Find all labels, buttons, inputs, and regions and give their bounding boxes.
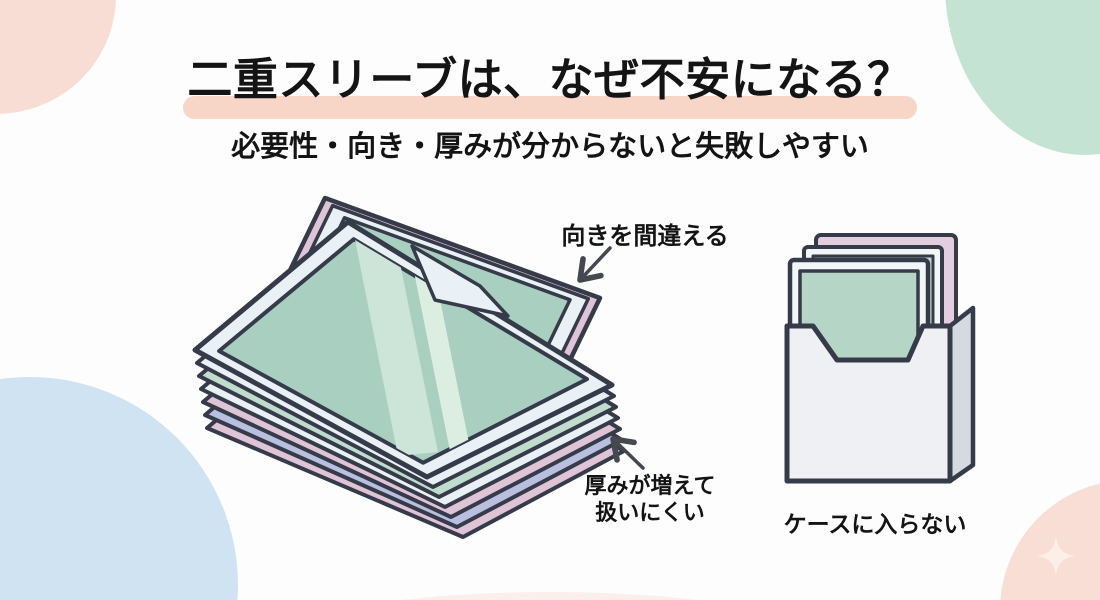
sparkle-icon	[1037, 537, 1075, 575]
arrow-up-left-icon	[610, 436, 645, 470]
page-subtitle: 必要性・向き・厚みが分からないと失敗しやすい	[231, 129, 869, 163]
case-side-panel	[947, 305, 976, 484]
annotation-thickness-line2: 扱いにくい	[595, 501, 705, 526]
arrow-down-left-icon	[577, 246, 612, 283]
top-sleeve	[192, 219, 615, 480]
blob-bottom-center	[290, 592, 810, 600]
page-title: 二重スリーブは、なぜ不安になる？	[187, 53, 913, 106]
deck-case-illustration	[784, 233, 976, 484]
annotation-orientation: 向きを間違える	[561, 222, 729, 250]
sleeve-stack-illustration	[192, 195, 626, 539]
annotation-thickness-line1: 厚みが増えて	[584, 474, 716, 499]
title-highlight-band	[183, 96, 917, 119]
glass-highlight-streaks	[355, 239, 470, 456]
sleeve-flap-fold	[410, 244, 510, 318]
annotation-thickness: 厚みが増えて 扱いにくい	[570, 473, 730, 527]
case-caption: ケースに入らない	[783, 512, 967, 538]
case-front-panel	[784, 323, 953, 484]
